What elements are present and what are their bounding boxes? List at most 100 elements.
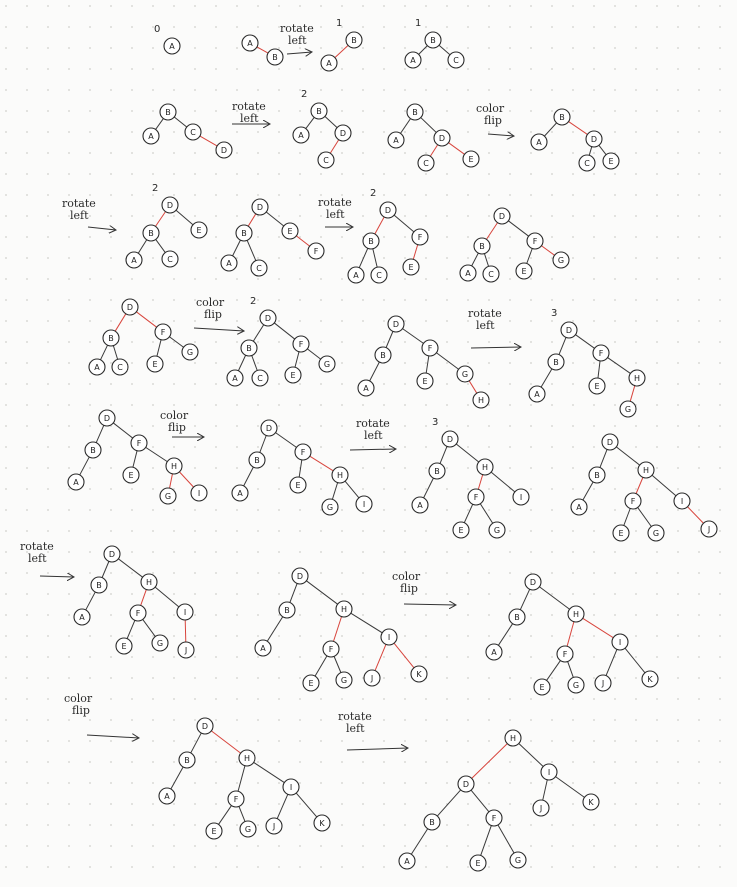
tree-edges-r5d xyxy=(582,446,704,527)
node-label: I xyxy=(198,489,200,498)
node-label: H xyxy=(341,605,347,614)
node-label: H xyxy=(482,463,488,472)
tree-node-B: B xyxy=(428,462,446,480)
tree-node-F: F xyxy=(485,809,503,827)
black-link-D-F xyxy=(393,214,415,233)
tree-node-J: J xyxy=(700,520,718,538)
node-label: B xyxy=(254,456,260,465)
black-link-I-K xyxy=(624,647,646,674)
red-link-H-D xyxy=(471,743,508,779)
node-label: A xyxy=(417,501,423,510)
note-word: left xyxy=(240,112,259,125)
node-label: G xyxy=(341,676,347,685)
height-number: 3 xyxy=(551,308,557,319)
tree-node-E: E xyxy=(122,466,140,484)
tree-node-B: B xyxy=(588,466,606,484)
black-link-H-F xyxy=(237,765,246,792)
note-word: color xyxy=(392,570,421,583)
black-link-H-I xyxy=(253,761,285,784)
node-label: C xyxy=(256,264,262,273)
tree-node-B: B xyxy=(473,237,491,255)
annotations-layer: rotateleftrotateleftcolorfliprotateleftr… xyxy=(20,22,521,750)
red-link-H-F xyxy=(140,589,147,606)
red-link-H-F xyxy=(332,616,343,642)
node-label: A xyxy=(226,259,232,268)
node-label: B xyxy=(351,36,357,45)
tree-node-I: I xyxy=(190,484,208,502)
node-label: A xyxy=(393,136,399,145)
red-link-F-H xyxy=(309,455,334,472)
black-link-I-K xyxy=(295,792,318,818)
tree-node-I: I xyxy=(176,603,194,621)
node-label: J xyxy=(707,525,710,534)
tree-node-C: C xyxy=(161,250,179,268)
tree-node-D: D xyxy=(457,775,475,793)
node-label: B xyxy=(514,613,520,622)
node-label: D xyxy=(265,314,271,323)
tree-node-G: G xyxy=(619,400,637,418)
node-label: A xyxy=(410,56,416,65)
black-link-D-E xyxy=(265,211,285,227)
tree-edges-r5c xyxy=(423,443,516,524)
tree-node-F: F xyxy=(292,335,310,353)
tree-node-D: D xyxy=(259,309,277,327)
node-label: E xyxy=(458,526,463,535)
black-link-B-A xyxy=(400,118,411,134)
black-link-D-F xyxy=(470,789,490,813)
node-label: I xyxy=(548,768,550,777)
tree-node-A: A xyxy=(411,496,429,514)
tree-node-H: H xyxy=(331,466,349,484)
black-link-B-A xyxy=(170,766,184,790)
tree-node-A: A xyxy=(241,34,259,52)
black-link-F-H xyxy=(145,446,168,463)
tree-edges-r4b xyxy=(237,322,321,371)
node-label: H xyxy=(510,734,516,743)
tree-node-B: B xyxy=(240,339,258,357)
note-word: color xyxy=(476,102,505,115)
red-link-D-E xyxy=(448,142,465,155)
tree-node-A: A xyxy=(528,385,546,403)
node-label: C xyxy=(488,270,494,279)
height-number: 1 xyxy=(336,18,342,29)
height-number: 3 xyxy=(432,417,438,428)
node-label: F xyxy=(418,233,423,242)
black-link-B-A xyxy=(423,477,434,499)
black-link-H-I xyxy=(490,471,516,493)
tree-node-D: D xyxy=(334,124,352,142)
node-label: E xyxy=(408,263,413,272)
node-label: F xyxy=(136,609,141,618)
node-label: K xyxy=(647,675,653,684)
tree-node-B: B xyxy=(374,346,392,364)
tree-node-H: H xyxy=(637,461,655,479)
black-link-D-F xyxy=(273,322,296,340)
black-link-D-H xyxy=(539,586,570,610)
node-label: D xyxy=(104,414,110,423)
note-word: rotate xyxy=(356,417,390,430)
node-label: B xyxy=(284,606,290,615)
tree-node-B: B xyxy=(423,813,441,831)
tree-node-H: H xyxy=(476,458,494,476)
note-word: left xyxy=(364,429,383,442)
tree-node-D: D xyxy=(441,430,459,448)
black-link-F-E xyxy=(126,620,136,639)
tree-node-J: J xyxy=(594,674,612,692)
red-link-I-J xyxy=(184,619,187,643)
black-link-H-I xyxy=(344,480,360,499)
black-link-I-J xyxy=(542,779,548,801)
node-label: F xyxy=(428,344,433,353)
node-label: C xyxy=(323,156,329,165)
node-label: B xyxy=(553,358,559,367)
tree-node-B: B xyxy=(90,576,108,594)
node-label: D xyxy=(499,212,505,221)
black-link-H-I xyxy=(350,612,383,634)
